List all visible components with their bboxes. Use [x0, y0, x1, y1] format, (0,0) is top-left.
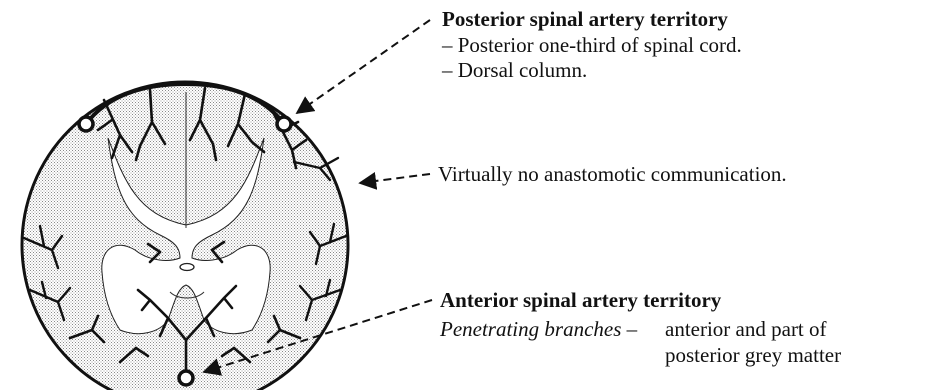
posterior-item-2: – Dorsal column.	[442, 58, 587, 82]
penetrating-branches-text-2: posterior grey matter	[665, 343, 841, 367]
posterior-item-1: – Posterior one-third of spinal cord.	[442, 33, 742, 57]
anterior-spinal-artery	[179, 371, 193, 385]
penetrating-branches-label: Penetrating branches –	[440, 317, 637, 341]
right-posterior-spinal-artery	[277, 117, 291, 131]
anterior-heading: Anterior spinal artery territory	[440, 288, 721, 312]
penetrating-branches-text-1: anterior and part of	[665, 317, 827, 341]
posterior-heading: Posterior spinal artery territory	[442, 7, 728, 31]
left-posterior-spinal-artery	[79, 117, 93, 131]
anastomosis-arrow	[360, 174, 430, 183]
posterior-arrow	[297, 20, 430, 113]
anastomosis-label: Virtually no anastomotic communication.	[438, 162, 787, 186]
